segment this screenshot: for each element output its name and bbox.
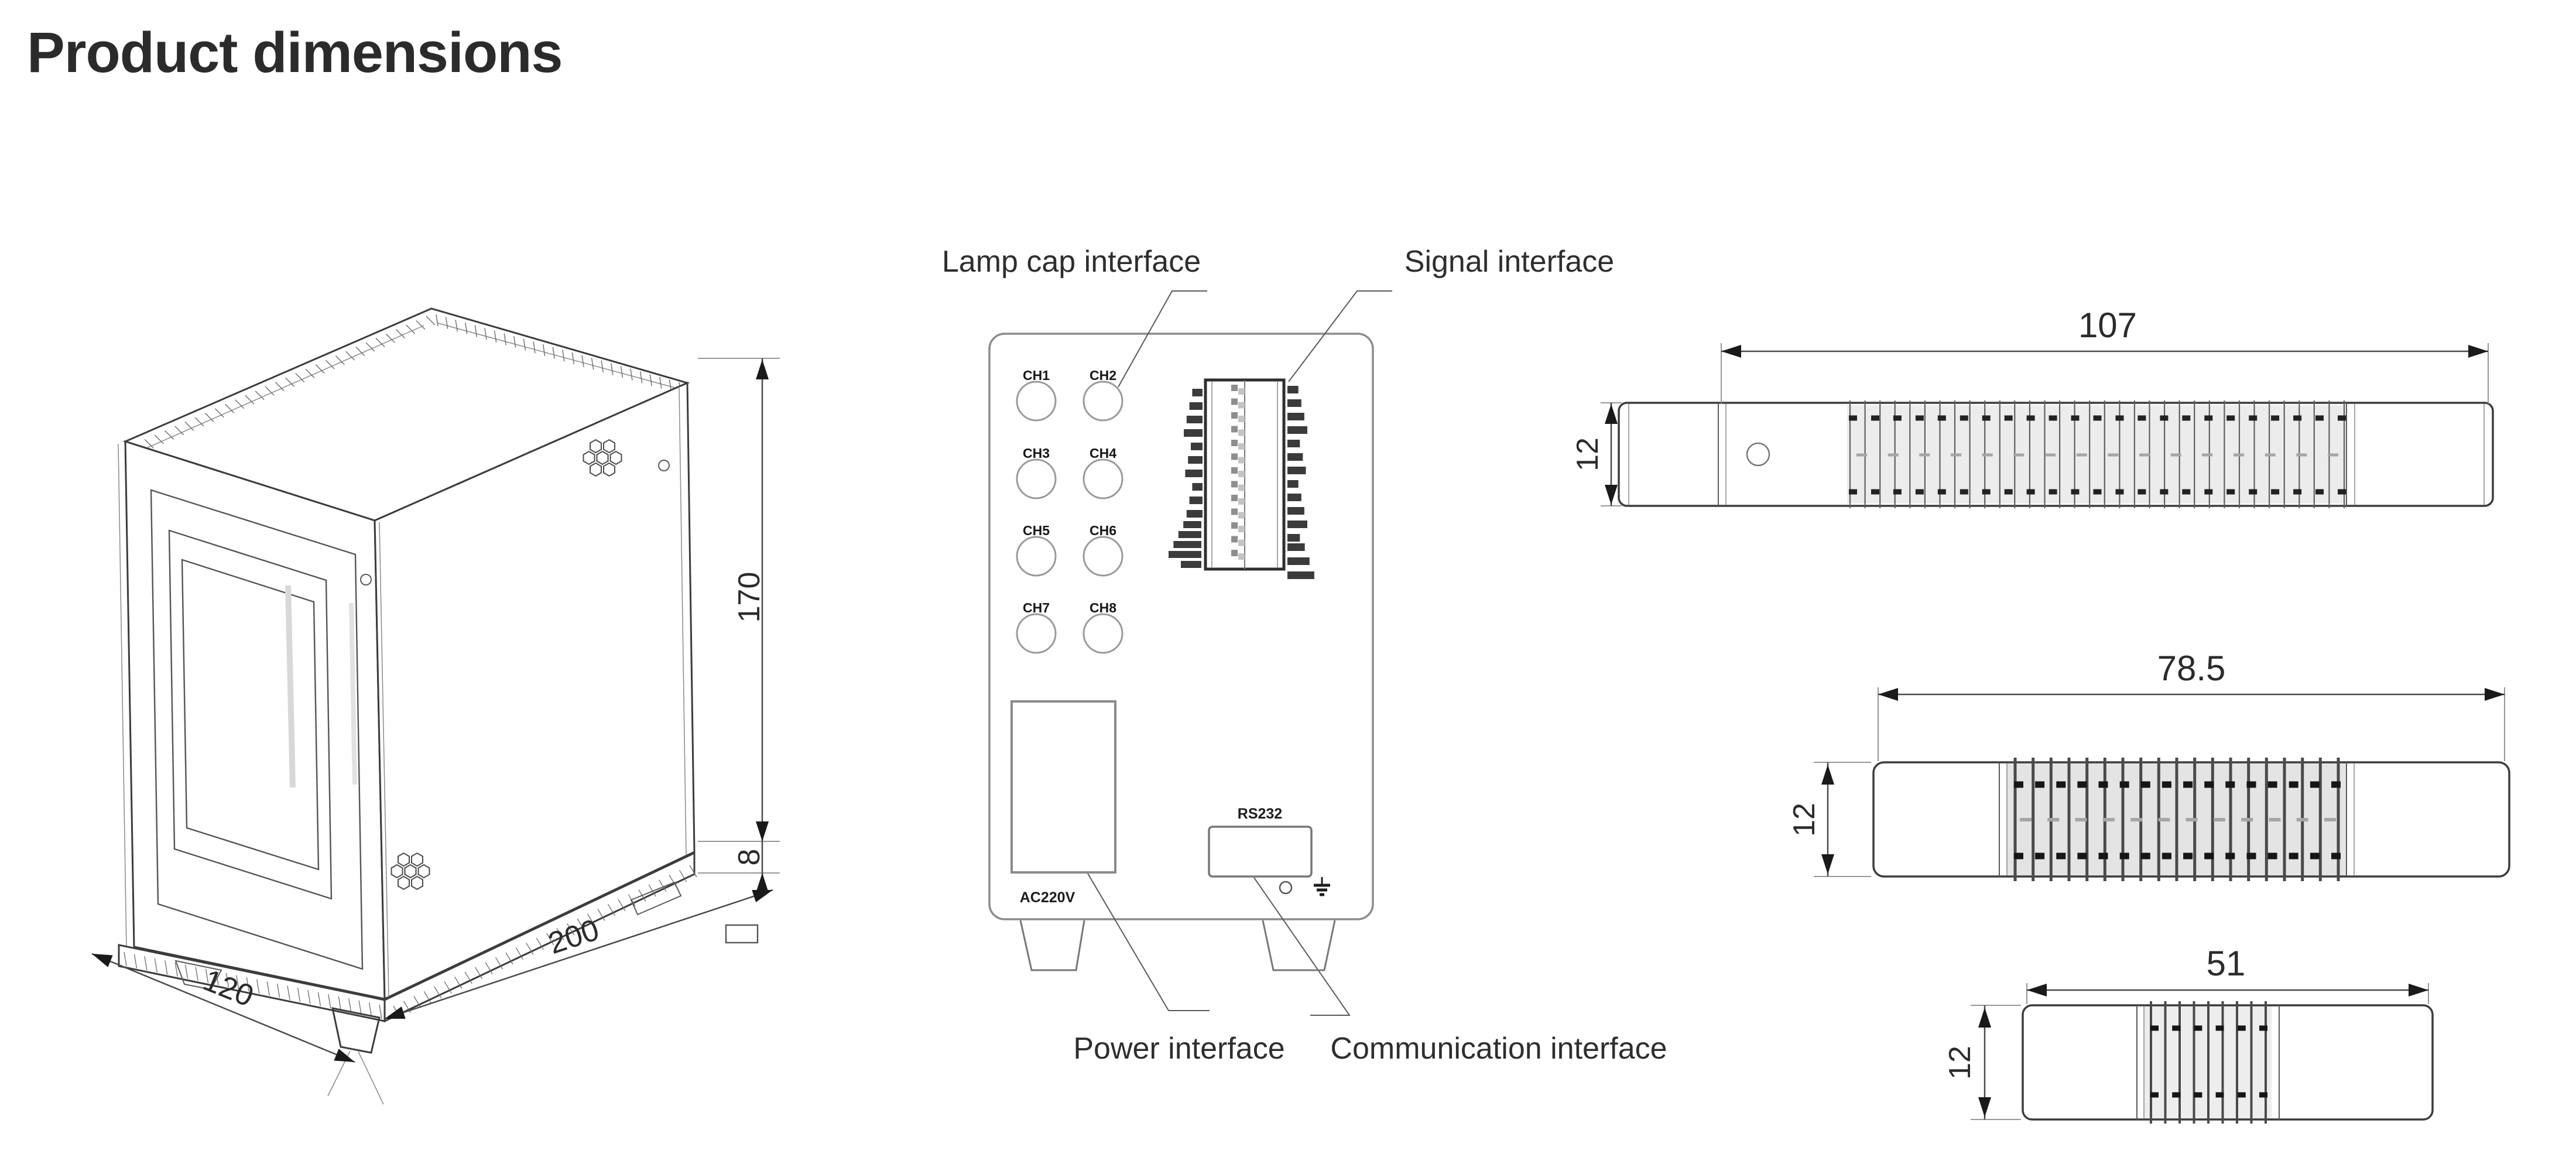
comm-port [1208, 826, 1313, 878]
leader-signal [1288, 290, 1392, 382]
callout-signal: Signal interface [1405, 245, 1614, 279]
panel-foot [1019, 920, 1085, 971]
channel-label: CH1 [1023, 368, 1050, 383]
dim-height-label: 12 [1787, 803, 1821, 837]
dim-height-label: 170 [732, 572, 766, 623]
screw-icon [658, 460, 670, 471]
top-edge-hatch [436, 314, 681, 395]
leader-comm [1253, 877, 1351, 1016]
screw-icon [360, 574, 372, 586]
ground-icon [1314, 877, 1330, 896]
callout-lamp-cap: Lamp cap interface [942, 245, 1201, 279]
dim-base-label: 8 [732, 849, 766, 866]
lamp-view-107: 107 12 [1571, 306, 2494, 508]
lamp-view-51: 51 12 [1943, 944, 2434, 1124]
channel-port-circle [1083, 536, 1123, 577]
panel-foot [1262, 920, 1336, 971]
terminal-pins [1231, 385, 1245, 560]
vent-icon [390, 852, 430, 891]
channel-port-circle [1016, 536, 1057, 577]
front-panel-view: Lamp cap interface Signal interface Powe… [942, 245, 1667, 1066]
base-hatch [124, 951, 382, 1019]
lamp-body [2022, 1004, 2434, 1121]
lamp-body [1872, 761, 2510, 878]
dim-107: 107 [1721, 306, 2489, 404]
mount-hole [1746, 442, 1770, 467]
lamp-cap-ports: CH1 CH2 CH3 CH4 CH5 CH6 CH7 CH8 [1016, 368, 1123, 654]
pin-label-marks-right [1287, 386, 1307, 542]
channel-label: CH7 [1023, 600, 1050, 615]
dim-12-a: 12 [1571, 402, 1622, 506]
power-inlet-label: AC220V [1020, 889, 1075, 906]
channel-label: CH4 [1090, 446, 1116, 461]
channel-port-circle [1016, 458, 1057, 499]
power-inlet [1010, 700, 1116, 874]
corner-foot [331, 1007, 381, 1054]
foot-profile-detail [725, 924, 759, 944]
box-door-window-frame [168, 529, 333, 900]
pin-label-marks-left [1184, 389, 1203, 518]
channel-port-circle [1016, 613, 1057, 654]
callout-comm: Communication interface [1330, 1032, 1667, 1066]
dim-length-label: 51 [2207, 944, 2246, 983]
comm-port-label: RS232 [1238, 806, 1282, 822]
top-edge-hatch [134, 316, 436, 453]
channel-port-circle [1083, 613, 1123, 654]
box-front-face [124, 440, 386, 1000]
dim-51: 51 [2026, 944, 2429, 1004]
channel-port-circle [1083, 458, 1123, 499]
dim-12-c: 12 [1943, 1005, 2021, 1120]
box-base-side [383, 851, 696, 1023]
channel-label: CH2 [1090, 368, 1116, 383]
channel-label: CH3 [1023, 446, 1050, 461]
base-notch [630, 881, 682, 916]
channel-label: CH6 [1090, 523, 1116, 538]
box-door-frame [150, 489, 364, 970]
dim-length-label: 107 [2078, 306, 2137, 345]
dim-12-b: 12 [1787, 762, 1871, 877]
rib-area [1847, 405, 2347, 504]
pin-label-marks-bottom-right [1287, 543, 1314, 579]
callout-power: Power interface [1073, 1032, 1284, 1066]
dim-78.5: 78.5 [1878, 649, 2505, 761]
vent-icon [583, 439, 622, 477]
channel-label: CH8 [1090, 600, 1116, 615]
box-side-face [374, 381, 696, 1001]
dim-length-label: 78.5 [2157, 649, 2226, 688]
page-title: Product dimensions [27, 20, 562, 84]
leader-lamp-cap [1118, 290, 1207, 388]
terminal-block [1169, 378, 1314, 579]
isometric-view: 170 8 200 120 [91, 307, 780, 1105]
leader-power [1087, 873, 1210, 1011]
ribs [2150, 1001, 2267, 1124]
base-notch [174, 960, 222, 991]
channel-port-circle [1083, 381, 1123, 422]
channel-label: CH5 [1023, 523, 1050, 538]
dim-height-label: 12 [1571, 437, 1605, 471]
dim-height-label: 12 [1943, 1046, 1977, 1080]
pin-label-marks-bottom-left [1169, 521, 1201, 568]
indicator-circle [1279, 881, 1293, 895]
channel-port-circle [1016, 381, 1057, 422]
lamp-body [1618, 402, 2494, 507]
lamp-view-78.5: 78.5 12 [1787, 649, 2510, 881]
box-door-window [181, 559, 320, 871]
